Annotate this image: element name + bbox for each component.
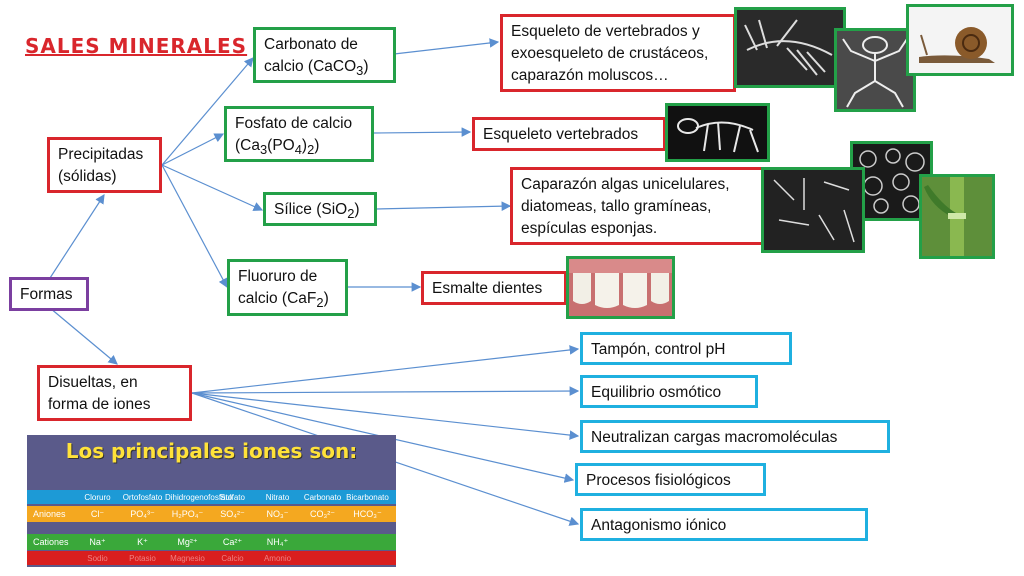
- node-esqueleto-vert-exo: Esqueleto de vertebrados y exoesqueleto …: [500, 14, 736, 92]
- node-silice: Sílice (SiO2): [263, 192, 377, 226]
- frog-skeleton-image: [834, 28, 916, 112]
- node-procesos: Procesos fisiológicos: [575, 463, 766, 496]
- vertebrate-skeleton-image: [665, 103, 770, 162]
- node-label: Disueltas, en: [48, 374, 138, 391]
- node-label: diatomeas, tallo gramíneas,: [521, 198, 712, 215]
- subscript: 3: [356, 63, 364, 79]
- node-carbonato: Carbonato de calcio (CaCO3): [253, 27, 396, 83]
- node-esqueleto-vert: Esqueleto vertebrados: [472, 117, 666, 151]
- node-label: ): [301, 137, 308, 154]
- node-neutralizan: Neutralizan cargas macromoléculas: [580, 420, 890, 453]
- subscript: 3: [259, 142, 268, 158]
- node-label: exoesqueleto de crustáceos,: [511, 45, 709, 62]
- cation-cell: Mg²⁺: [177, 536, 198, 547]
- node-label: Neutralizan cargas macromoléculas: [591, 429, 838, 446]
- subscript: 2: [347, 206, 355, 222]
- node-label: Esmalte dientes: [432, 280, 543, 297]
- node-label: Equilibrio osmótico: [591, 384, 722, 401]
- anion-cell: SO₄²⁻: [220, 508, 245, 519]
- anion-cell: NO₃⁻: [266, 508, 289, 519]
- cation-name-cell: Potasio: [129, 553, 156, 563]
- header-cell: Ortofosfato: [122, 492, 163, 502]
- node-label: (PO: [267, 137, 295, 154]
- node-label: Formas: [20, 286, 73, 303]
- node-label: ): [323, 290, 329, 307]
- cation-name-cell: Calcio: [221, 553, 244, 563]
- teeth-image: [566, 256, 675, 319]
- node-antagonismo: Antagonismo iónico: [580, 508, 868, 541]
- node-label: Fosfato de calcio: [235, 115, 353, 132]
- node-label: Procesos fisiológicos: [586, 472, 731, 489]
- anion-cell: CO₃²⁻: [310, 508, 335, 519]
- subscript: 4: [294, 142, 302, 158]
- node-label: (Ca: [235, 137, 260, 154]
- node-label: ): [363, 58, 369, 75]
- cation-name-cell: Sodio: [87, 553, 108, 563]
- header-cell: Bicarbonato: [346, 492, 389, 502]
- anion-cell: H₂PO₄⁻: [171, 508, 204, 519]
- cation-name-cell: Magnesio: [170, 553, 205, 563]
- node-label: caparazón moluscos…: [511, 67, 669, 84]
- anion-cell: PO₄³⁻: [130, 508, 155, 519]
- subscript: 2: [316, 295, 324, 311]
- subscript: 2: [307, 142, 315, 158]
- aniones-row: Aniones Cl⁻ PO₄³⁻ H₂PO₄⁻ SO₄²⁻ NO₃⁻ CO₃²…: [27, 506, 396, 522]
- node-label: Esqueleto de vertebrados y: [511, 23, 700, 40]
- node-label: Sílice (SiO: [274, 201, 348, 218]
- node-label: ): [354, 201, 360, 218]
- node-label: calcio (CaF: [238, 290, 317, 307]
- ions-header-row: Cloruro Ortofosfato Dihidrogenofosfato S…: [27, 490, 396, 504]
- header-cell: Dihidrogenofosfato: [165, 492, 233, 502]
- node-fosfato: Fosfato de calcio (Ca3(PO4)2): [224, 106, 374, 162]
- cation-name-cell: Amonio: [263, 553, 292, 563]
- header-cell: Sulfato: [220, 492, 245, 502]
- node-label: Carbonato de: [264, 36, 358, 53]
- lobster-exoskeleton-image: [734, 7, 846, 88]
- cation-names-row: Sodio Potasio Magnesio Calcio Amonio: [27, 551, 396, 565]
- node-disueltas: Disueltas, en forma de iones: [37, 365, 192, 421]
- node-label: Fluoruro de: [238, 268, 318, 285]
- node-tampon: Tampón, control pH: [580, 332, 792, 365]
- row-label: Cationes: [33, 537, 69, 547]
- grass-stem-image: [919, 174, 995, 259]
- node-fluoruro: Fluoruro de calcio (CaF2): [227, 259, 348, 316]
- node-label: Precipitadas: [58, 146, 144, 163]
- cation-cell: Na⁺: [89, 536, 106, 547]
- node-label: ): [314, 137, 320, 154]
- node-label: calcio (CaCO: [264, 58, 357, 75]
- ions-table-title: Los principales iones son:: [65, 439, 358, 463]
- cationes-row: Cationes Na⁺ K⁺ Mg²⁺ Ca²⁺ NH₄⁺: [27, 534, 396, 550]
- page-title: SALES MINERALES: [25, 34, 248, 58]
- node-equilibrio: Equilibrio osmótico: [580, 375, 758, 408]
- node-precipitadas: Precipitadas (sólidas): [47, 137, 162, 193]
- cation-cell: NH₄⁺: [266, 536, 289, 547]
- node-label: Caparazón algas unicelulares,: [521, 176, 730, 193]
- cation-cell: K⁺: [137, 536, 148, 547]
- anion-cell: HCO₃⁻: [353, 508, 382, 519]
- node-caparazon: Caparazón algas unicelulares, diatomeas,…: [510, 167, 765, 245]
- node-label: (sólidas): [58, 168, 117, 185]
- header-cell: Nitrato: [265, 492, 290, 502]
- node-esmalte: Esmalte dientes: [421, 271, 567, 305]
- anion-cell: Cl⁻: [90, 508, 105, 519]
- ions-table: Los principales iones son: Cloruro Ortof…: [27, 435, 396, 567]
- cation-cell: Ca²⁺: [222, 536, 243, 547]
- header-cell: Cloruro: [84, 492, 111, 502]
- node-label: Esqueleto vertebrados: [483, 126, 639, 143]
- header-cell: Carbonato: [303, 492, 342, 502]
- node-label: espículas esponjas.: [521, 220, 658, 237]
- node-label: forma de iones: [48, 396, 151, 413]
- row-label: Aniones: [33, 509, 66, 519]
- node-label: Tampón, control pH: [591, 341, 726, 358]
- sponge-spicules-image: [761, 167, 865, 253]
- node-formas: Formas: [9, 277, 89, 311]
- node-label: Antagonismo iónico: [591, 517, 727, 534]
- snail-shell-image: [906, 4, 1014, 76]
